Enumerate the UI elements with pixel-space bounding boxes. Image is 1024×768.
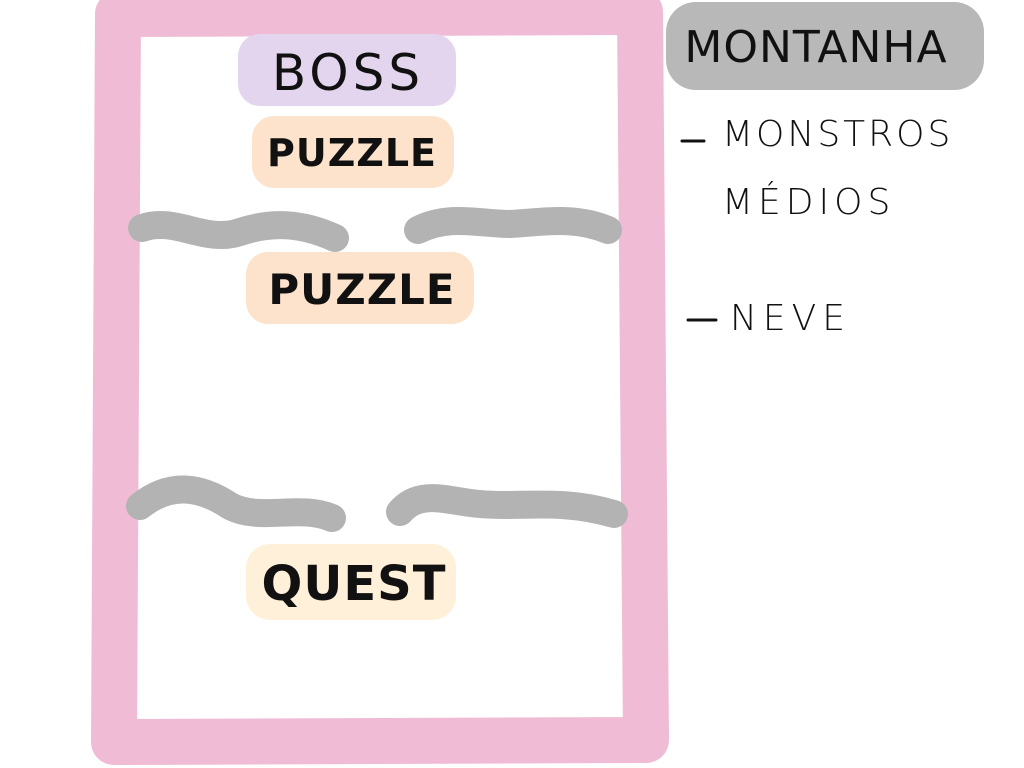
divider-lower-left bbox=[126, 475, 346, 532]
note-1-line-1: MONSTROS bbox=[722, 114, 953, 155]
divider-upper-right bbox=[404, 206, 622, 244]
room-label-boss: BOSS bbox=[272, 44, 424, 102]
room-boss-highlight bbox=[238, 34, 456, 106]
room-puzzle-1-highlight bbox=[252, 116, 454, 188]
note-2-line-1: NEVE bbox=[730, 298, 851, 339]
legend-title: MONTANHA bbox=[684, 22, 947, 73]
legend-title-highlight bbox=[666, 2, 984, 90]
room-puzzle-2-highlight bbox=[246, 252, 474, 324]
note-1-line-2: MÉDIOS bbox=[722, 181, 895, 223]
room-quest-highlight bbox=[246, 544, 456, 620]
room-label-quest: QUEST bbox=[262, 556, 447, 612]
room-label-puzzle-2: PUZZLE bbox=[268, 265, 455, 314]
room-label-puzzle-1: PUZZLE bbox=[267, 131, 437, 175]
level-frame bbox=[91, 0, 669, 765]
divider-upper-left bbox=[128, 210, 349, 252]
divider-lower-right bbox=[386, 484, 628, 528]
